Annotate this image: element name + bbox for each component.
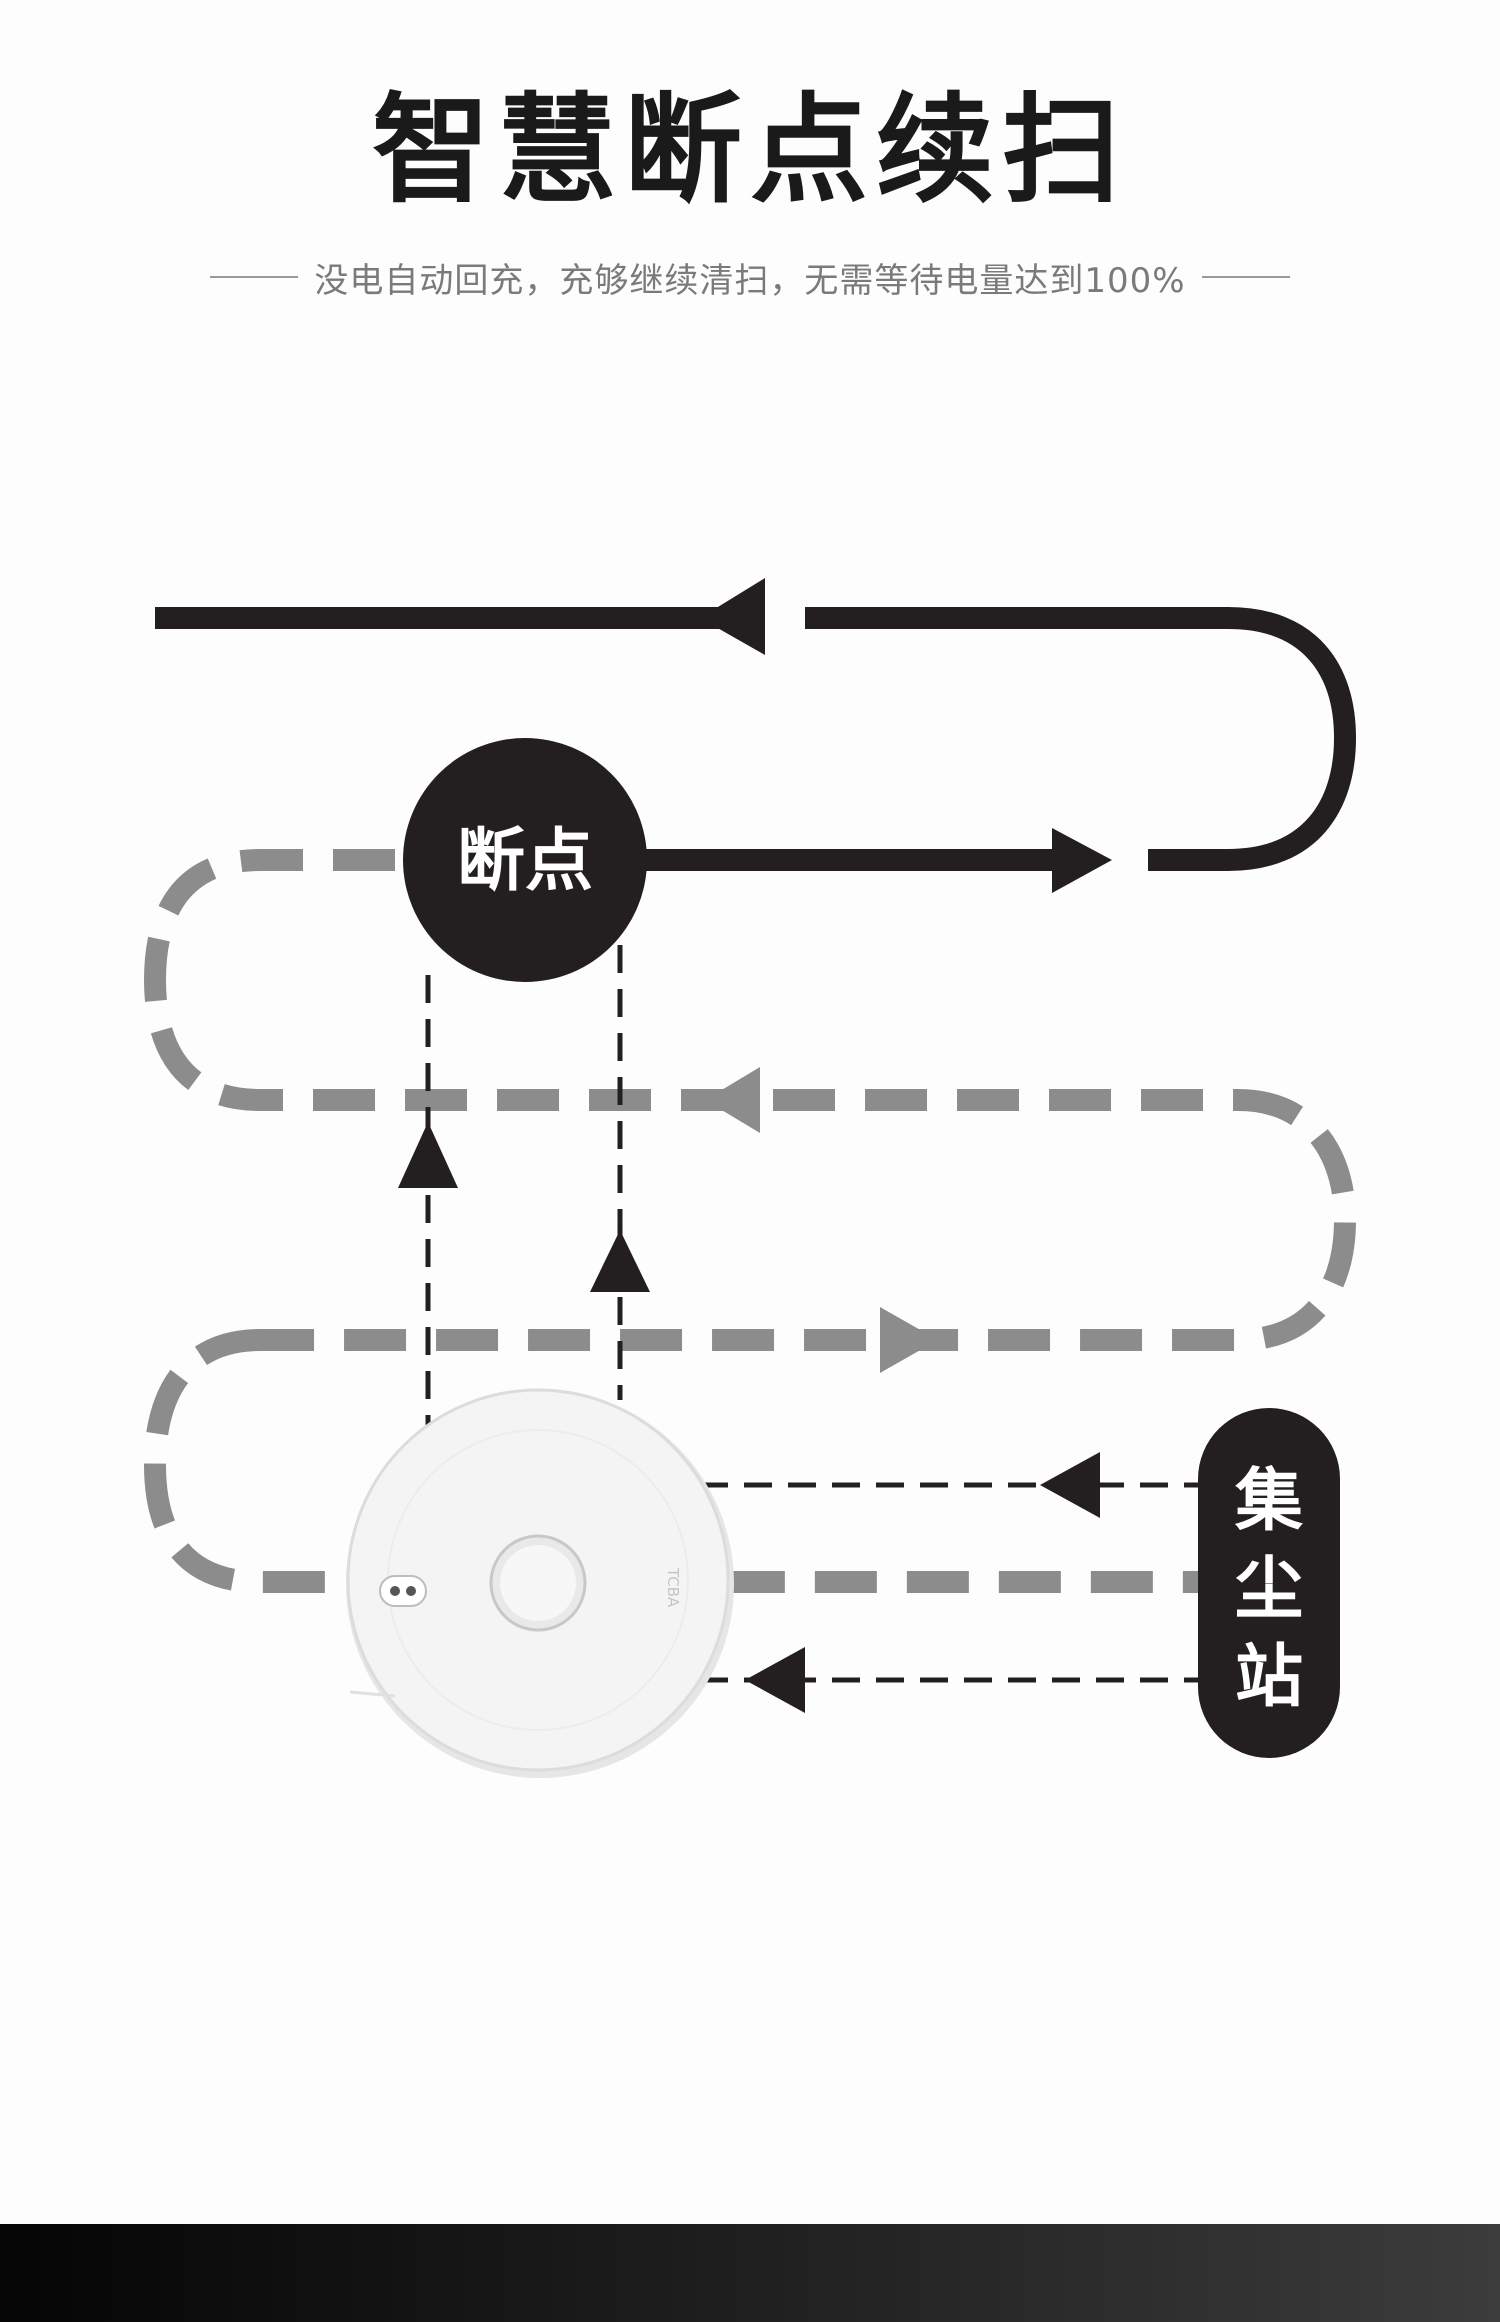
arrow-left-icon (700, 578, 765, 655)
completed-path (155, 618, 1345, 860)
arrow-right-icon (1052, 828, 1112, 893)
robot-vacuum-icon: TCBA (346, 1390, 734, 1778)
bottom-dark-band (0, 2224, 1500, 2322)
robot-brand-mark: TCBA (664, 1567, 682, 1608)
dust-station-char-1: 集 (1234, 1462, 1303, 1541)
arrow-right-icon (880, 1307, 938, 1373)
completed-right-u-turn (1148, 618, 1345, 860)
robot-sensor-dot-right (406, 1586, 416, 1596)
arrow-up-icon (590, 1230, 650, 1292)
arrow-left-icon (745, 1647, 805, 1713)
breakpoint-marker: 断点 (403, 738, 647, 982)
arrow-left-icon (1040, 1452, 1100, 1518)
dust-station-char-3: 站 (1235, 1638, 1303, 1717)
robot-lidar-top (500, 1545, 576, 1621)
arrow-up-icon (398, 1122, 458, 1188)
arrow-left-icon (705, 1067, 760, 1133)
robot-sensor-window (380, 1576, 426, 1606)
dust-station-char-2: 尘 (1235, 1550, 1303, 1629)
pending-path (155, 860, 1345, 1582)
pending-row-1 (155, 860, 1238, 1100)
breakpoint-label: 断点 (457, 822, 593, 901)
dust-station: 集 尘 站 (1198, 1408, 1340, 1758)
robot-sensor-dot-left (390, 1586, 400, 1596)
